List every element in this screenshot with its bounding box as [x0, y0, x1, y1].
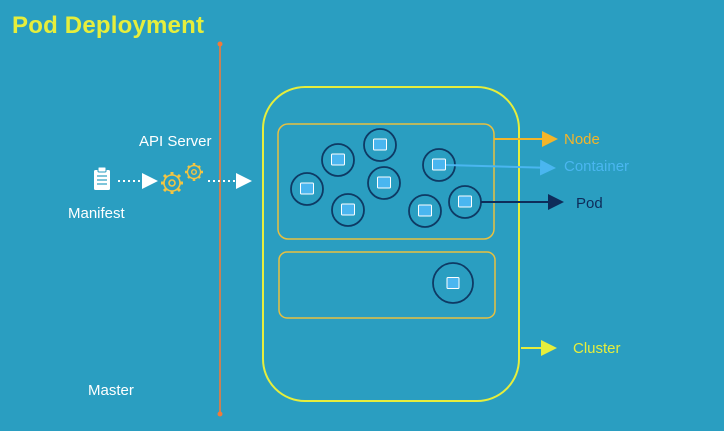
container-icon [341, 203, 355, 216]
pod [331, 193, 365, 227]
cluster-box [262, 86, 520, 402]
node-box [278, 251, 496, 319]
container-icon [331, 153, 345, 166]
gear-icon [161, 172, 183, 194]
pod [432, 262, 474, 304]
container-icon [373, 138, 387, 151]
pod [448, 185, 482, 219]
pod [408, 194, 442, 228]
pod [367, 166, 401, 200]
container-arrow [445, 159, 556, 176]
page-title: Pod Deployment [12, 12, 205, 39]
node-label: Node [564, 131, 600, 148]
container-icon [458, 195, 472, 208]
pod [363, 128, 397, 162]
container-icon [418, 204, 432, 217]
gear-icon [185, 163, 203, 181]
master-label: Master [88, 382, 134, 399]
pod [290, 172, 324, 206]
cluster-label: Cluster [573, 340, 621, 357]
clipboard-icon [94, 166, 110, 190]
node-box [277, 123, 495, 240]
container-icon [300, 182, 314, 195]
api-server-label: API Server [139, 133, 212, 150]
pod [321, 143, 355, 177]
pod-label: Pod [576, 195, 603, 212]
container-label: Container [564, 158, 630, 175]
container-icon [432, 158, 446, 171]
manifest-label: Manifest [68, 205, 125, 222]
container-icon [446, 277, 460, 289]
container-icon [377, 176, 391, 189]
